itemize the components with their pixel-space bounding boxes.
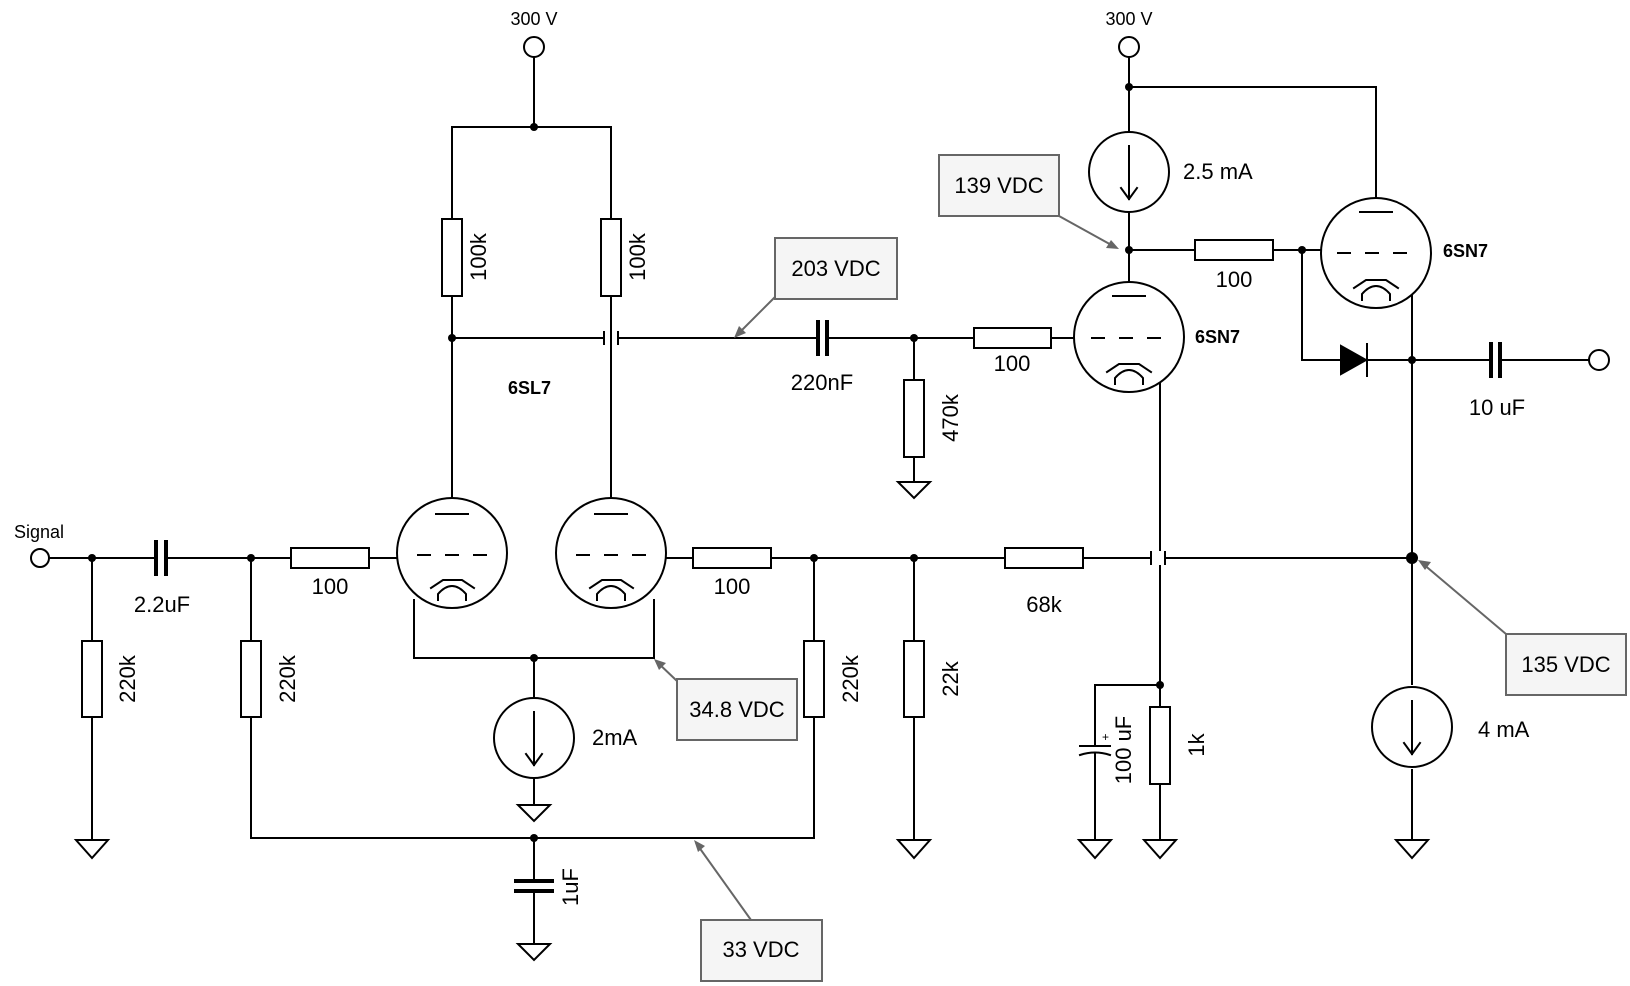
label-r-grid1: 100 <box>312 574 349 599</box>
label-r-plate2: 100k <box>625 232 650 281</box>
label-r-cathode: 1k <box>1184 732 1209 756</box>
resistor-r-in-shunt <box>81 640 103 718</box>
tube-label-driver: 6SN7 <box>1195 327 1240 347</box>
callout-tail: 34.8 VDC <box>654 659 798 741</box>
junctions <box>88 83 1418 842</box>
current-source-lower <box>1371 686 1453 768</box>
callouts: 203 VDC 34.8 VDC 33 VDC 139 VDC 135 VDC <box>654 154 1627 982</box>
resistor-r-plate2 <box>600 218 622 297</box>
callout-bias: 33 VDC <box>694 840 823 982</box>
resistor-r-feedback <box>1004 547 1084 569</box>
label-r-grid2: 100 <box>714 574 751 599</box>
capacitor-c-bypass: + <box>1078 730 1112 757</box>
capacitor-c-in <box>154 540 168 576</box>
labels: 300 V 300 V Signal 6SL7 6SN7 6SN7 100 10… <box>14 9 1530 906</box>
label-source-lower: 4 mA <box>1478 717 1530 742</box>
label-c-couple: 220nF <box>791 370 853 395</box>
callout-driver-plate: 139 VDC <box>938 154 1119 249</box>
input-terminal[interactable] <box>30 548 50 568</box>
resistor-r-grid3 <box>973 327 1052 349</box>
label-source-tail: 2mA <box>592 725 638 750</box>
diode <box>1340 343 1369 377</box>
supply-label-left: 300 V <box>510 9 557 29</box>
grounds <box>73 481 1431 962</box>
resistor-r-div-bottom <box>903 640 925 718</box>
supply-label-right: 300 V <box>1105 9 1152 29</box>
resistor-r-grid2 <box>692 547 772 569</box>
label-c-bypass: 100 uF <box>1111 716 1136 785</box>
svg-text:+: + <box>1102 730 1109 744</box>
tube-input-right <box>555 497 667 609</box>
input-label: Signal <box>14 522 64 542</box>
resistor-r-grid1 <box>290 547 370 569</box>
wires <box>48 56 1591 945</box>
callout-bias-text: 33 VDC <box>722 937 799 962</box>
label-r-bias2: 220k <box>838 654 863 703</box>
tube-driver <box>1073 281 1185 393</box>
label-r-div-bottom: 22k <box>938 660 963 696</box>
capacitors: + <box>154 320 1502 893</box>
wire-crossovers <box>603 331 1166 565</box>
current-source-tail <box>493 697 575 779</box>
label-r-bias1: 220k <box>275 654 300 703</box>
resistors <box>81 218 1274 785</box>
label-r-feedback: 68k <box>1026 592 1062 617</box>
capacitor-c-out <box>1489 342 1502 378</box>
label-c-in: 2.2uF <box>134 592 190 617</box>
resistor-r-grid4 <box>1194 239 1274 261</box>
callout-plate-text: 203 VDC <box>791 256 880 281</box>
resistor-r-grid-leak <box>903 379 925 458</box>
tube-label-output: 6SN7 <box>1443 241 1488 261</box>
label-c-out: 10 uF <box>1469 395 1525 420</box>
label-r-grid4: 100 <box>1216 267 1253 292</box>
current-sources <box>493 131 1453 779</box>
label-source-upper: 2.5 mA <box>1183 159 1253 184</box>
tube-input-left <box>396 497 508 609</box>
terminals <box>30 36 1610 568</box>
callout-plate: 203 VDC <box>734 237 898 338</box>
tube-label-input-pair: 6SL7 <box>508 378 551 398</box>
current-source-upper <box>1088 131 1170 213</box>
resistor-r-bias1 <box>240 640 262 718</box>
label-r-plate1: 100k <box>466 232 491 281</box>
supply-terminal-right[interactable] <box>1118 36 1140 58</box>
capacitor-c-bias <box>514 879 554 893</box>
callout-tail-text: 34.8 VDC <box>689 697 784 722</box>
label-r-grid-leak: 470k <box>938 393 963 442</box>
supply-terminal-left[interactable] <box>523 36 545 58</box>
callout-driver-plate-text: 139 VDC <box>954 173 1043 198</box>
callout-output-text: 135 VDC <box>1521 652 1610 677</box>
label-r-in-shunt: 220k <box>115 654 140 703</box>
callout-output: 135 VDC <box>1418 560 1627 696</box>
output-terminal[interactable] <box>1588 349 1610 371</box>
label-r-grid3: 100 <box>994 351 1031 376</box>
label-c-bias: 1uF <box>558 868 583 906</box>
tube-output <box>1320 197 1432 309</box>
resistor-r-plate1 <box>441 218 463 297</box>
resistor-r-cathode <box>1149 706 1171 785</box>
capacitor-c-couple <box>816 320 829 356</box>
resistor-r-bias2 <box>803 640 825 718</box>
